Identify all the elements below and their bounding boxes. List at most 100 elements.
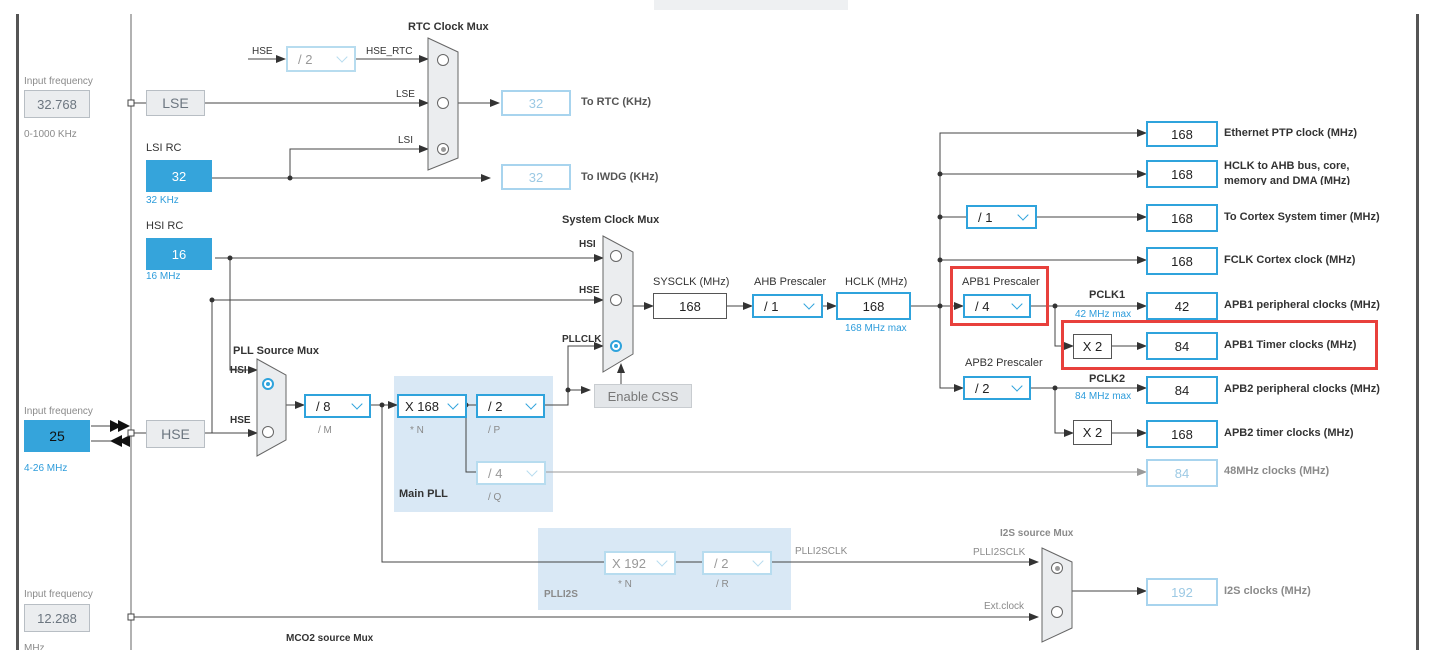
cortex-timer-divider-select[interactable]: / 1 [966,205,1037,229]
apb1-prescaler-value: / 4 [975,298,990,314]
i2s-clocks-value[interactable]: 192 [1146,578,1218,606]
i2s-mux-ext-radio[interactable] [1051,606,1063,618]
pll-source-hsi-radio[interactable] [262,378,274,390]
apb1-peripheral-clocks-value[interactable]: 42 [1146,292,1218,320]
right-scrollbar[interactable] [1416,14,1419,650]
chevron-down-icon [351,398,363,410]
apb1-timer-clocks-value[interactable]: 84 [1146,332,1218,360]
pll-q-divider-select[interactable]: / 4 [476,461,546,485]
i2s-mux-plli2sclk-radio[interactable] [1051,562,1063,574]
plli2s-r-label: / R [716,579,729,590]
rtc-hse-label: HSE [252,46,273,57]
rtc-lse-label: LSE [396,89,415,100]
chevron-down-icon [336,51,348,63]
hse-input-heading: Input frequency [24,406,93,417]
pll-m-divider-select[interactable]: / 8 [304,394,371,418]
apb2-timer-multiplier: X 2 [1073,420,1112,445]
pll-q-label: / Q [488,492,502,503]
pclk1-max: 42 MHz max [1075,309,1132,320]
pll-source-hse-label: HSE [230,415,251,426]
sys-mux-hsi-radio[interactable] [610,250,622,262]
apb1-prescaler-label: APB1 Prescaler [962,276,1040,288]
plli2s-r-divider-value: / 2 [714,555,729,571]
i2s-mux-title: I2S source Mux [1000,528,1074,539]
hse-oscillator[interactable]: HSE [146,420,205,448]
chevron-down-icon [447,398,459,410]
enable-css-button[interactable]: Enable CSS [594,384,692,408]
hclk-max: 168 MHz max [845,323,907,334]
rtc-output-value[interactable]: 32 [501,90,571,116]
pll-n-multiplier-select[interactable]: X 168 [397,394,467,418]
hsi-rc-value[interactable]: 16 [146,238,212,270]
ethernet-ptp-clock-value[interactable]: 168 [1146,121,1218,147]
fclk-cortex-value[interactable]: 168 [1146,247,1218,275]
pll-source-hse-radio[interactable] [262,426,274,438]
lsi-rc-value[interactable]: 32 [146,160,212,192]
i2s-clocks-label: I2S clocks (MHz) [1224,585,1311,597]
i2s-input-heading: Input frequency [24,589,93,600]
lse-input-range: 0-1000 KHz [24,129,77,140]
rtc-mux-lse-radio[interactable] [437,97,449,109]
hclk-ahb-value[interactable]: 168 [1146,160,1218,188]
left-panel-border [16,14,19,650]
hclk-label: HCLK (MHz) [845,276,908,288]
apb1-timer-clocks-label: APB1 Timer clocks (MHz) [1224,339,1357,351]
lsi-rc-unit: 32 KHz [146,195,179,206]
rtc-output-label: To RTC (KHz) [581,96,652,108]
hclk-ahb-label-line2: memory and DMA (MHz) [1224,175,1351,185]
pll-n-label: * N [410,425,424,436]
clk48-value[interactable]: 84 [1146,459,1218,487]
system-clock-mux-title: System Clock Mux [562,214,660,226]
hse-rtc-label: HSE_RTC [366,46,413,57]
apb2-timer-clocks-value[interactable]: 168 [1146,420,1218,448]
hsi-rc-unit: 16 MHz [146,271,181,282]
chevron-down-icon [1017,209,1029,221]
i2s-input-unit: MHz [24,643,45,650]
ahb-prescaler-select[interactable]: / 1 [752,294,823,318]
plli2s-n-multiplier-value: X 192 [612,555,646,571]
hse-input-frequency[interactable]: 25 [24,420,90,452]
hclk-ahb-label: HCLK to AHB bus, core, [1224,160,1350,172]
pll-q-divider-value: / 4 [488,465,503,481]
pll-p-label: / P [488,425,501,436]
apb1-prescaler-select[interactable]: / 4 [963,294,1031,318]
i2s-mux-ext-label: Ext.clock [984,601,1025,612]
rtc-hse-divider-select[interactable]: / 2 [286,46,356,72]
iwdg-output-value[interactable]: 32 [501,164,571,190]
hclk-value[interactable]: 168 [836,292,911,320]
apb2-prescaler-select[interactable]: / 2 [963,376,1031,400]
sys-mux-hse-radio[interactable] [610,294,622,306]
pclk2-label: PCLK2 [1089,373,1126,385]
rtc-mux-lsi-radio[interactable] [437,143,449,155]
toolbar-tab[interactable] [654,0,848,10]
lse-input-frequency[interactable]: 32.768 [24,90,90,118]
pclk1-label: PCLK1 [1089,289,1126,301]
fclk-cortex-label: FCLK Cortex clock (MHz) [1224,254,1356,266]
i2s-input-frequency[interactable]: 12.288 [24,604,90,632]
plli2s-n-label: * N [618,579,632,590]
i2s-mux-plli2sclk-label: PLLI2SCLK [973,547,1026,558]
clk48-label: 48MHz clocks (MHz) [1224,465,1330,477]
sysclk-value[interactable]: 168 [653,293,727,319]
sys-mux-pllclk-radio[interactable] [610,340,622,352]
apb1-timer-multiplier: X 2 [1073,334,1112,359]
sys-mux-hse-label: HSE [579,285,600,296]
plli2s-n-multiplier-select[interactable]: X 192 [604,551,676,575]
chevron-down-icon [656,555,668,567]
pll-p-divider-select[interactable]: / 2 [476,394,545,418]
ahb-prescaler-label: AHB Prescaler [754,276,827,288]
chevron-down-icon [803,298,815,310]
mco2-mux-title: MCO2 source Mux [286,633,374,644]
apb2-peripheral-clocks-value[interactable]: 84 [1146,376,1218,404]
lse-oscillator[interactable]: LSE [146,90,205,116]
cortex-system-timer-value[interactable]: 168 [1146,204,1218,232]
rtc-lsi-label: LSI [398,135,414,146]
hsi-rc-title: HSI RC [146,220,184,232]
sys-mux-hsi-label: HSI [579,239,596,250]
apb2-peripheral-clocks-label: APB2 peripheral clocks (MHz) [1224,383,1380,395]
chevron-down-icon [526,465,538,477]
rtc-mux-hse-radio[interactable] [437,54,449,66]
chevron-down-icon [1011,380,1023,392]
apb2-timer-clocks-label: APB2 timer clocks (MHz) [1224,427,1354,439]
plli2s-r-divider-select[interactable]: / 2 [702,551,772,575]
